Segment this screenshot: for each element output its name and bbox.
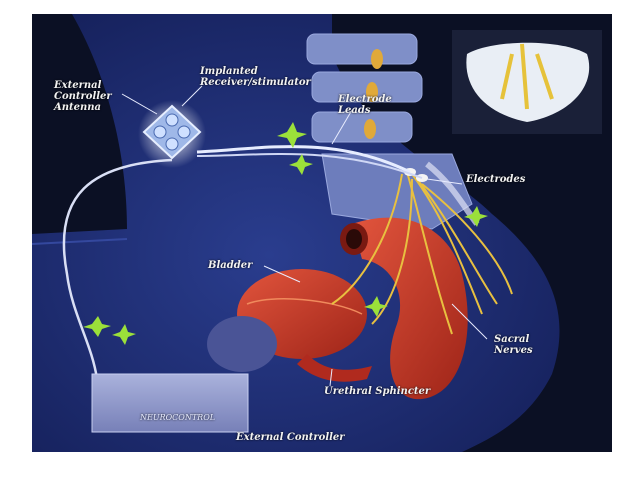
leader-lines: [121, 85, 488, 387]
label-implanted-receiver: Implanted Receiver/stimulator: [200, 66, 311, 88]
label-urethral-sphincter: Urethral Sphincter: [324, 386, 431, 397]
device-brand: NEUROCONTROL: [140, 413, 216, 422]
label-sacral-nerves: Sacral Nerves: [494, 334, 533, 356]
label-external-controller-antenna: External Controller Antenna: [54, 80, 112, 113]
sparkles: [83, 122, 488, 345]
label-electrodes: Electrodes: [466, 174, 526, 185]
spine: [306, 33, 473, 230]
label-bladder: Bladder: [208, 260, 253, 271]
diagram-panel: NEUROCONTROL External Controller Antenna…: [32, 14, 612, 452]
urethral-sphincter: [297, 354, 372, 382]
pubic-bone: [207, 316, 277, 372]
label-electrode-leads: Electrode Leads: [338, 94, 392, 116]
spinal-canal: [364, 49, 383, 139]
sacral-nerves: [331, 171, 513, 335]
implanted-receiver: [142, 104, 202, 160]
controller-cable: [62, 158, 173, 380]
external-controller-box: [91, 373, 249, 433]
electrode-leads: [196, 145, 411, 174]
rectum: [352, 217, 468, 400]
label-external-controller: External Controller: [236, 432, 345, 443]
anatomy-illustration: [32, 14, 602, 452]
